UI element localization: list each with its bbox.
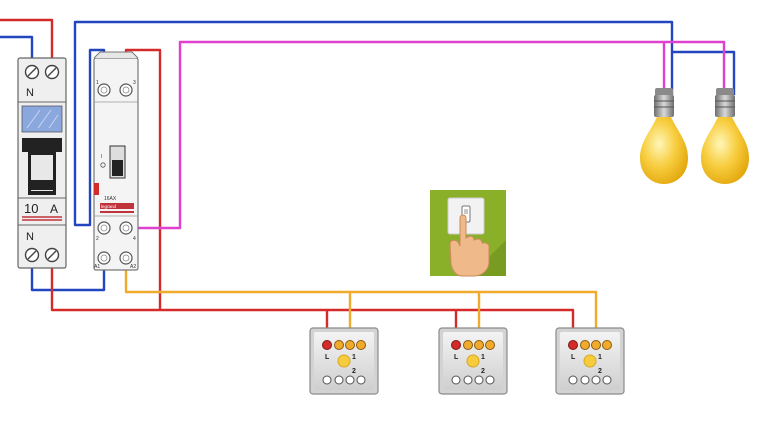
relay-pin-a2: A2 (130, 264, 136, 270)
relay-pin-a1: A1 (94, 264, 100, 270)
pushbutton-3[interactable]: L 1 2 (555, 327, 625, 395)
lamp-1 (640, 88, 688, 184)
switched-wire-to-lamps (126, 40, 726, 230)
relay-terminal-bottom-left (97, 221, 111, 235)
breaker-rating-number: 10 (24, 201, 38, 216)
control-wire-bus (124, 258, 598, 345)
relay-terminal-a2 (119, 251, 133, 265)
pushbutton-terminal-2: 2 (598, 368, 602, 375)
pushbutton-terminal-l: L (325, 354, 330, 361)
lamp-bulb-icon (640, 88, 688, 184)
breaker-terminal-bottom-right (44, 247, 60, 263)
relay-pin-3: 3 (133, 80, 136, 86)
neutral-wire-breaker-to-relay-coil (30, 255, 106, 292)
pushbutton-terminal-2: 2 (352, 368, 356, 375)
pushbutton-terminal-l: L (454, 354, 459, 361)
breaker-terminal-top-left (24, 64, 40, 80)
impulse-relay: 1 3 I 16AX legrand 2 4 (93, 51, 139, 271)
breaker-terminal-top-right (44, 64, 60, 80)
breaker-terminal-bottom-left (24, 247, 40, 263)
pushbutton-terminal-2: 2 (481, 368, 485, 375)
circuit-breaker: N 10 A N (17, 57, 67, 269)
relay-terminal-a1 (97, 251, 111, 265)
breaker-bottom-n-label: N (26, 231, 34, 243)
neutral-wire-to-lamps (73, 20, 674, 227)
relay-terminal-top-left (97, 83, 111, 97)
lamp-2 (701, 88, 749, 184)
relay-terminal-top-right (119, 83, 133, 97)
relay-pin-2: 2 (96, 236, 99, 242)
pushbutton-terminal-1: 1 (481, 354, 485, 361)
svg-text:I: I (101, 154, 102, 160)
relay-rating: 16AX (104, 196, 117, 202)
breaker-window (21, 105, 63, 133)
lamp-bulb-icon (701, 88, 749, 184)
finger-press-switch-icon (430, 190, 506, 277)
relay-brand: legrand (101, 204, 117, 209)
pushbutton-1[interactable]: L 1 2 (309, 327, 379, 395)
pushbutton-2[interactable]: L 1 2 (438, 327, 508, 395)
pushbutton-terminal-l: L (571, 354, 576, 361)
pushbutton-terminal-1: 1 (352, 354, 356, 361)
breaker-toggle-lever[interactable] (22, 138, 62, 195)
neutral-wire-lamp-2 (672, 50, 736, 95)
relay-pin-1: 1 (96, 80, 99, 86)
relay-terminal-bottom-right (119, 221, 133, 235)
relay-pin-4: 4 (133, 236, 136, 242)
breaker-top-n-label: N (26, 87, 34, 99)
pushbutton-terminal-1: 1 (598, 354, 602, 361)
breaker-rating-unit: A (50, 202, 58, 216)
phase-wire-feed (0, 18, 54, 70)
